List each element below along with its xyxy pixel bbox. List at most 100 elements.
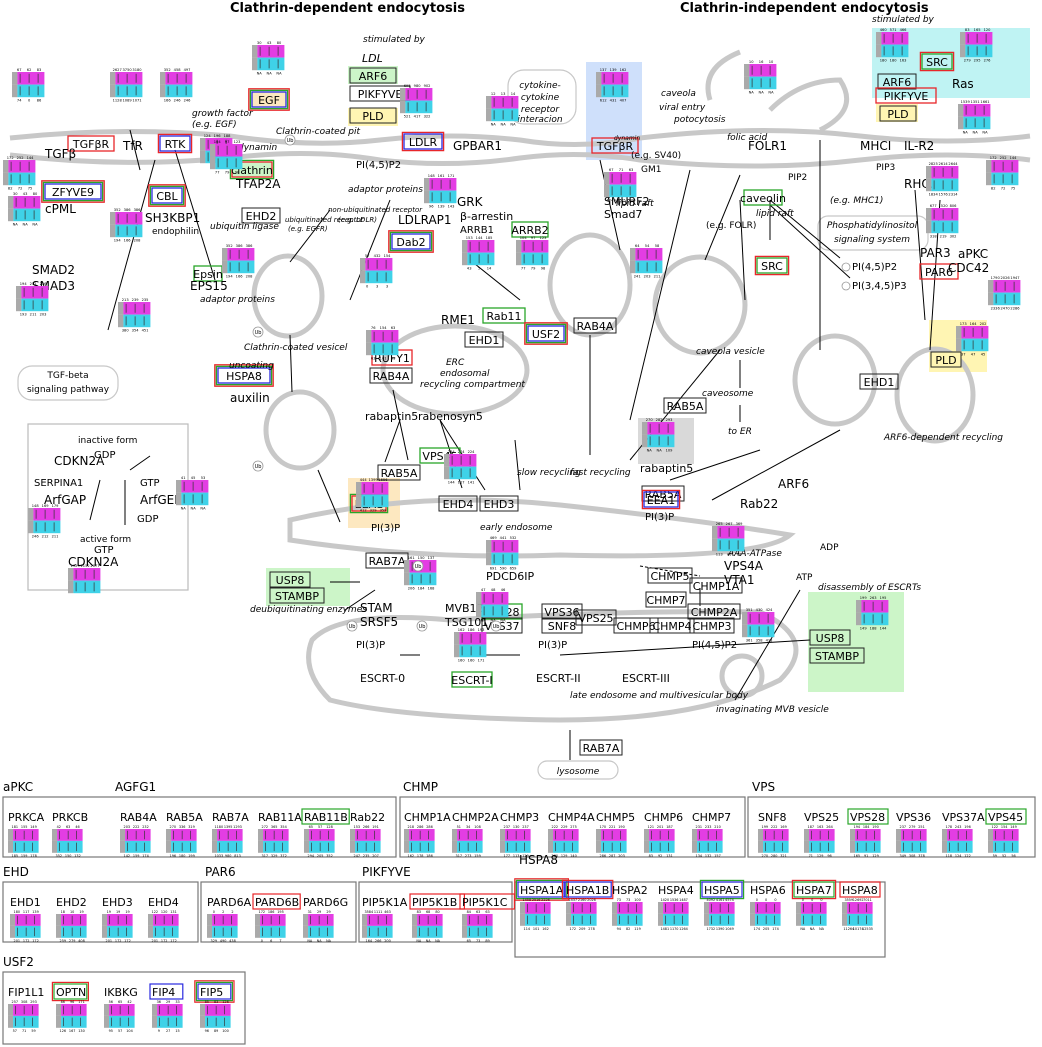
gene-box-label: VPS36 <box>544 606 579 619</box>
expr-value: 229 <box>561 825 567 829</box>
label-cytokine: interacion <box>517 115 562 125</box>
label-invaginating: invaginating MVB vesicle <box>716 705 829 715</box>
expr-value: 96 <box>429 205 434 209</box>
expr-value: 149 <box>30 825 36 829</box>
expr-value: 235 <box>142 298 149 302</box>
label-tgf-pathway: TGF-beta <box>46 371 88 381</box>
expr-value: 1420 <box>660 898 669 902</box>
expr-value: 80 <box>33 192 38 196</box>
expr-value: 430 <box>756 608 764 612</box>
expr-value: 160 <box>468 659 476 663</box>
expr-value: 1111 <box>374 910 383 914</box>
expr-value: 5 <box>478 267 480 271</box>
expr-value: 122 <box>964 854 970 858</box>
label-ras: Ras <box>952 77 974 91</box>
label-non-ubiquitinated-receptor: non-ubiquitinated receptor <box>328 206 423 214</box>
gene-box-label: Dab2 <box>396 236 425 249</box>
expr-value: 252 <box>1000 156 1007 160</box>
panel-gene-label: VPS28 <box>850 811 885 824</box>
expr-value: 270 <box>646 418 654 422</box>
expr-value: 181 <box>12 825 18 829</box>
label-par3: PAR3 <box>920 246 951 260</box>
expr-value: 57 <box>365 254 370 258</box>
expr-value: 219 <box>940 235 948 239</box>
expr-value: 205 <box>763 927 769 931</box>
expr-value: 139 <box>610 68 618 72</box>
expr-value: 100 <box>634 898 640 902</box>
expr-value: 1790 <box>991 276 1001 280</box>
expr-value: 101 <box>533 927 539 931</box>
expr-value: 386 <box>124 208 132 212</box>
expr-value: 246 <box>32 535 40 539</box>
expr-value: 91 <box>864 854 868 858</box>
gene-box-chmp3: CHMP3 <box>689 617 735 634</box>
expr-value: 590 <box>500 567 508 571</box>
gene-box-rtk: RTK <box>157 133 193 154</box>
label-il-r2: IL-R2 <box>904 139 934 153</box>
expr-value: 96 <box>70 1000 74 1004</box>
expr-value: 2152 <box>81 564 90 568</box>
expr-value: 201 <box>152 939 158 943</box>
expr-value: 71 <box>22 1029 26 1033</box>
panel-gene-label: HSPA8 <box>842 884 878 897</box>
expr-value: 108 <box>474 825 480 829</box>
expr-value: 57 <box>318 825 322 829</box>
expr-value: 58 <box>655 244 660 248</box>
expr-value: 75 <box>1011 187 1016 191</box>
expr-value: 0 <box>820 898 822 902</box>
expr-value: 213 <box>122 298 129 302</box>
expr-value: 424 <box>766 608 774 612</box>
panel-gene-label: VPS25 <box>804 811 839 824</box>
expr-value: 1249 <box>607 199 617 203</box>
gene-box-par6: PAR6 <box>919 263 959 280</box>
gene-box-zfyve9: ZFYVE9 <box>41 180 105 203</box>
expr-value: 157 <box>714 854 720 858</box>
panel-gene-label: CHMP7 <box>692 811 731 824</box>
pi-marker <box>841 262 851 272</box>
gene-box-label: STAMBP <box>275 590 319 603</box>
expr-value: 190 <box>618 825 624 829</box>
label-ldlrap1: LDLRAP1 <box>398 213 452 227</box>
expr-value: NA <box>759 91 765 95</box>
expr-value: 57 <box>13 1029 17 1033</box>
expr-value: 10174 <box>853 927 864 931</box>
label-smad2: SMAD2 <box>32 263 75 277</box>
expr-value: 178 <box>946 825 952 829</box>
label-lysosome: lysosome <box>557 767 600 777</box>
ub-label: Ub <box>349 624 356 630</box>
expr-value: 143 <box>448 205 455 209</box>
expr-value: 10 <box>749 60 754 64</box>
expr-value: 187 <box>666 825 672 829</box>
gene-box-rab5a: RAB5A <box>377 464 421 481</box>
expr-value: 1293 <box>233 825 242 829</box>
expr-value: 286 <box>417 825 423 829</box>
expr-value: 159 <box>474 854 480 858</box>
expr-value: 270 <box>762 854 768 858</box>
gene-box-rab7a-2: RAB7A <box>579 739 623 756</box>
expr-value: 96 <box>827 854 831 858</box>
label-cytokine: cytokine- <box>519 81 561 91</box>
expr-value: 104 <box>214 140 222 144</box>
expr-value: 83 <box>214 1000 218 1004</box>
expr-value: NA <box>491 123 497 127</box>
expr-value: 140 <box>570 854 576 858</box>
expr-value: 0 <box>802 898 804 902</box>
gene-box-escrt1: ESCRT-I <box>451 671 493 688</box>
expr-value: 212 <box>42 535 49 539</box>
expr-value: 336 <box>179 825 185 829</box>
expr-value: 104 <box>520 236 528 240</box>
expr-value: 208 <box>246 275 254 279</box>
label-arf6-2: ARF6 <box>778 477 809 491</box>
expr-value: 1264 <box>679 927 688 931</box>
label-rabaptin5-2: rabaptin5 <box>640 462 693 475</box>
expr-value: 257 <box>12 1000 18 1004</box>
label-arfgap: ArfGAP <box>44 493 86 507</box>
